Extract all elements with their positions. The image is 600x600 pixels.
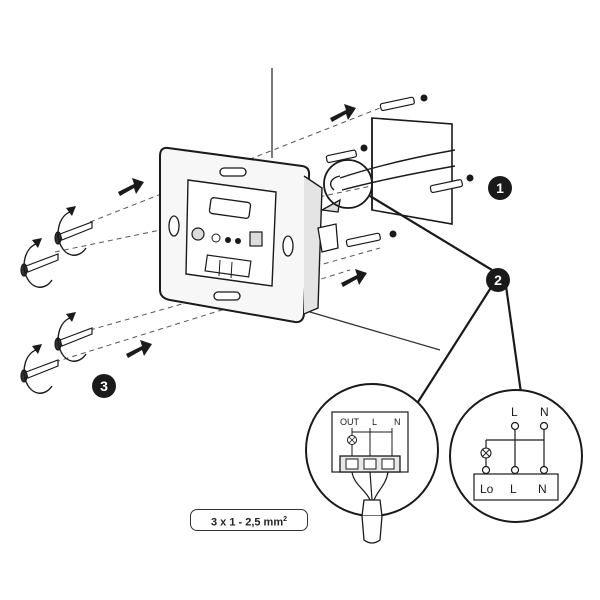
cable-sleeve xyxy=(361,515,383,544)
schematic-top-n: N xyxy=(540,405,549,419)
wall-plugs xyxy=(325,96,463,248)
mount-slot-top xyxy=(219,167,247,177)
wall-box xyxy=(371,117,453,225)
arrow-icon xyxy=(126,340,152,358)
svg-text:3: 3 xyxy=(100,378,108,394)
wall-corner xyxy=(271,68,441,351)
schematic-bottom-lo: Lo xyxy=(480,482,494,496)
schematic-detail: L N Lo L N xyxy=(449,389,583,523)
plug-dots xyxy=(360,94,474,238)
svg-text:2: 2 xyxy=(494,272,502,288)
direction-arrows xyxy=(118,104,367,358)
terminal-out-label: OUT xyxy=(340,417,360,427)
svg-text:1: 1 xyxy=(496,180,504,196)
wiring-detail: OUT L N xyxy=(305,383,439,517)
arrow-icon xyxy=(330,104,356,122)
wall-cable xyxy=(329,149,456,191)
screw-icon xyxy=(20,359,59,383)
rotation-arrowheads xyxy=(32,206,76,354)
rotation-arrows xyxy=(23,211,87,394)
arrow-icon xyxy=(118,178,144,196)
mount-slot-bottom xyxy=(213,291,241,301)
step-badge-1: 1 xyxy=(488,176,512,200)
cable-spec-text: 3 x 1 - 2,5 mm xyxy=(210,516,284,529)
schematic-top-l: L xyxy=(511,405,518,419)
leader-lines xyxy=(369,195,524,403)
screw-icon xyxy=(54,327,93,351)
thermostat-device xyxy=(159,146,323,324)
keyhole-right xyxy=(282,235,294,257)
step-badge-2: 2 xyxy=(486,268,510,292)
screw-icon xyxy=(54,221,93,245)
rotate-icon xyxy=(23,243,53,288)
rotate-icon xyxy=(57,317,87,362)
cable-spec-exponent: 2 xyxy=(283,516,288,523)
schematic-bottom-n: N xyxy=(538,482,547,496)
terminal-n-label: N xyxy=(394,417,401,427)
rotate-icon xyxy=(57,211,87,256)
terminal-l-label: L xyxy=(372,417,377,427)
arrow-icon xyxy=(341,269,367,287)
cable-spec-label: 3 x 1 - 2,5 mm2 xyxy=(190,509,308,531)
rear-connector xyxy=(317,198,341,253)
rotate-icon xyxy=(23,349,53,394)
keyhole-left xyxy=(168,215,180,237)
detail-magnifier xyxy=(323,159,373,209)
step-badge-3: 3 xyxy=(92,374,116,398)
schematic-bottom-l: L xyxy=(510,482,517,496)
screw-icon xyxy=(20,253,59,277)
